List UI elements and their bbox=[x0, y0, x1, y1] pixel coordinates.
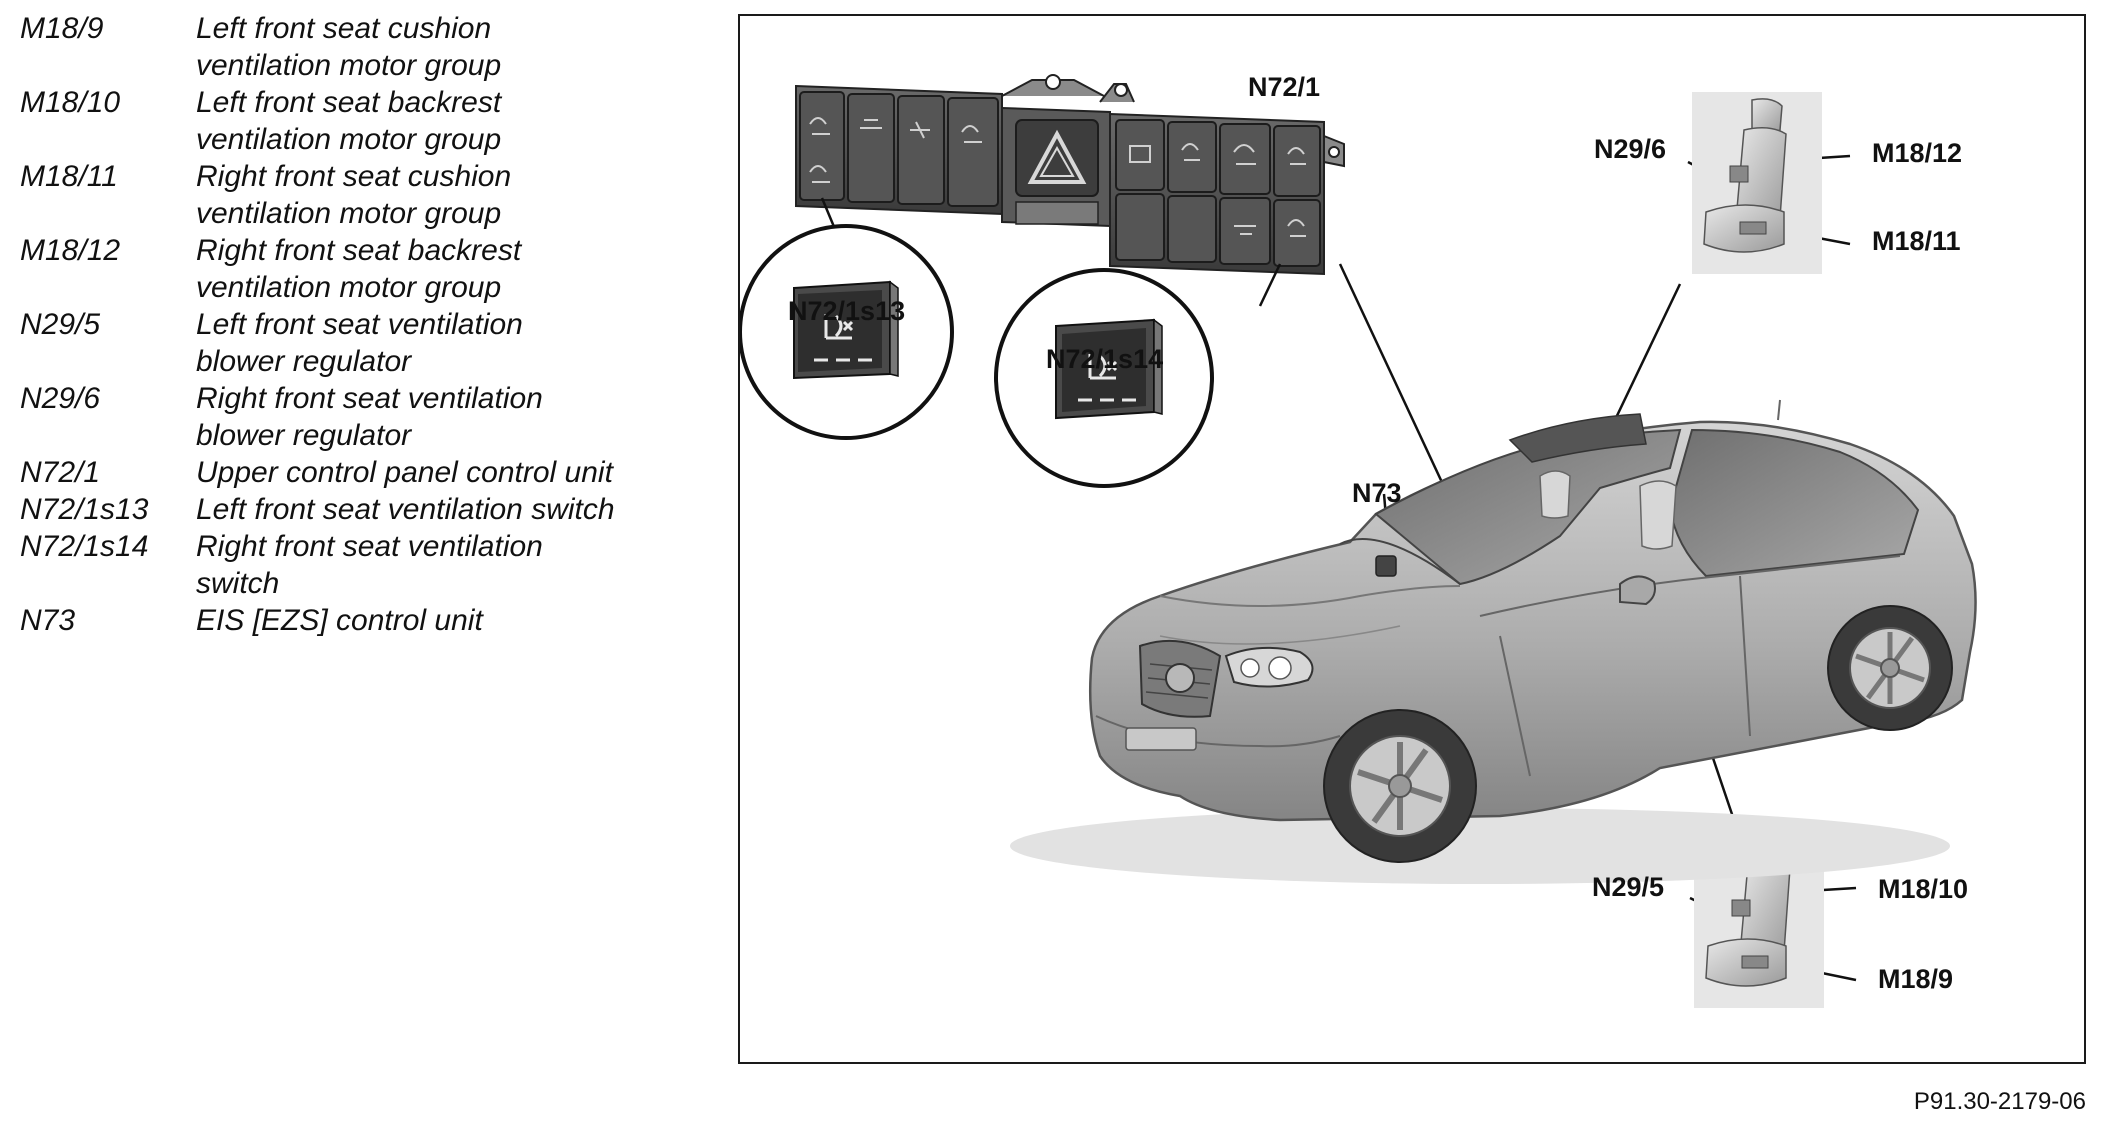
component-location-illustration bbox=[740, 74, 1977, 1008]
callout-n72-1: N72/1 bbox=[1248, 72, 1321, 102]
figure-frame: N72/1 N72/1s13 N72/1s14 N73 N29/6 M18/12… bbox=[738, 14, 2086, 1064]
right-front-seat-thumbnail bbox=[1692, 92, 1822, 274]
figure-reference-id: P91.30-2179-06 bbox=[1913, 1088, 2086, 1115]
legend-row: M18/10 Left front seat backrest ventilat… bbox=[20, 84, 700, 158]
callout-m18-9: M18/9 bbox=[1878, 964, 1954, 994]
legend-description: Left front seat cushion ventilation moto… bbox=[196, 12, 502, 82]
legend-description: Right front seat ventilation blower regu… bbox=[196, 382, 543, 452]
legend-description: EIS [EZS] control unit bbox=[196, 604, 483, 637]
legend-row: N72/1s14 Right front seat ventilation sw… bbox=[20, 528, 700, 602]
legend-description: Right front seat backrest ventilation mo… bbox=[196, 234, 522, 304]
callout-n29-6: N29/6 bbox=[1594, 134, 1667, 164]
legend-row: N73 EIS [EZS] control unit bbox=[20, 602, 700, 639]
callout-n72-1s13: N72/1s13 bbox=[788, 296, 906, 326]
legend-code: N73 bbox=[20, 604, 76, 637]
legend-row: N72/1s13 Left front seat ventilation swi… bbox=[20, 491, 700, 528]
legend-code: M18/10 bbox=[20, 86, 121, 119]
legend-code: M18/12 bbox=[20, 234, 121, 267]
legend-code: N29/5 bbox=[20, 308, 101, 341]
legend-description: Left front seat ventilation blower regul… bbox=[196, 308, 523, 378]
legend-description: Right front seat cushion ventilation mot… bbox=[196, 160, 512, 230]
right-seat-ventilation-switch-detail bbox=[994, 268, 1214, 488]
legend-row: M18/11 Right front seat cushion ventilat… bbox=[20, 158, 700, 232]
legend-row: N29/6 Right front seat ventilation blowe… bbox=[20, 380, 700, 454]
legend-row: M18/12 Right front seat backrest ventila… bbox=[20, 232, 700, 306]
legend-row: N29/5 Left front seat ventilation blower… bbox=[20, 306, 700, 380]
legend-description: Right front seat ventilation switch bbox=[196, 530, 543, 600]
callout-m18-11: M18/11 bbox=[1872, 226, 1961, 256]
legend-code: N72/1s13 bbox=[20, 493, 149, 526]
vehicle-illustration bbox=[1010, 399, 1977, 884]
callout-m18-12: M18/12 bbox=[1872, 138, 1963, 168]
legend-code: M18/9 bbox=[20, 12, 104, 45]
upper-control-panel bbox=[795, 74, 1345, 276]
legend-row: M18/9 Left front seat cushion ventilatio… bbox=[20, 10, 700, 84]
component-legend: M18/9 Left front seat cushion ventilatio… bbox=[20, 10, 700, 639]
legend-row: N72/1 Upper control panel control unit bbox=[20, 454, 700, 491]
legend-code: M18/11 bbox=[20, 160, 118, 193]
legend-code: N29/6 bbox=[20, 382, 101, 415]
legend-description: Left front seat backrest ventilation mot… bbox=[196, 86, 502, 156]
callout-m18-10: M18/10 bbox=[1878, 874, 1969, 904]
callout-n29-5: N29/5 bbox=[1592, 872, 1665, 902]
left-seat-ventilation-switch-detail bbox=[740, 224, 954, 440]
legend-code: N72/1 bbox=[20, 456, 101, 489]
legend-code: N72/1s14 bbox=[20, 530, 149, 563]
legend-description: Left front seat ventilation switch bbox=[196, 493, 615, 526]
legend-description: Upper control panel control unit bbox=[196, 456, 613, 489]
callout-n73: N73 bbox=[1352, 478, 1402, 508]
callout-n72-1s14: N72/1s14 bbox=[1046, 344, 1164, 374]
